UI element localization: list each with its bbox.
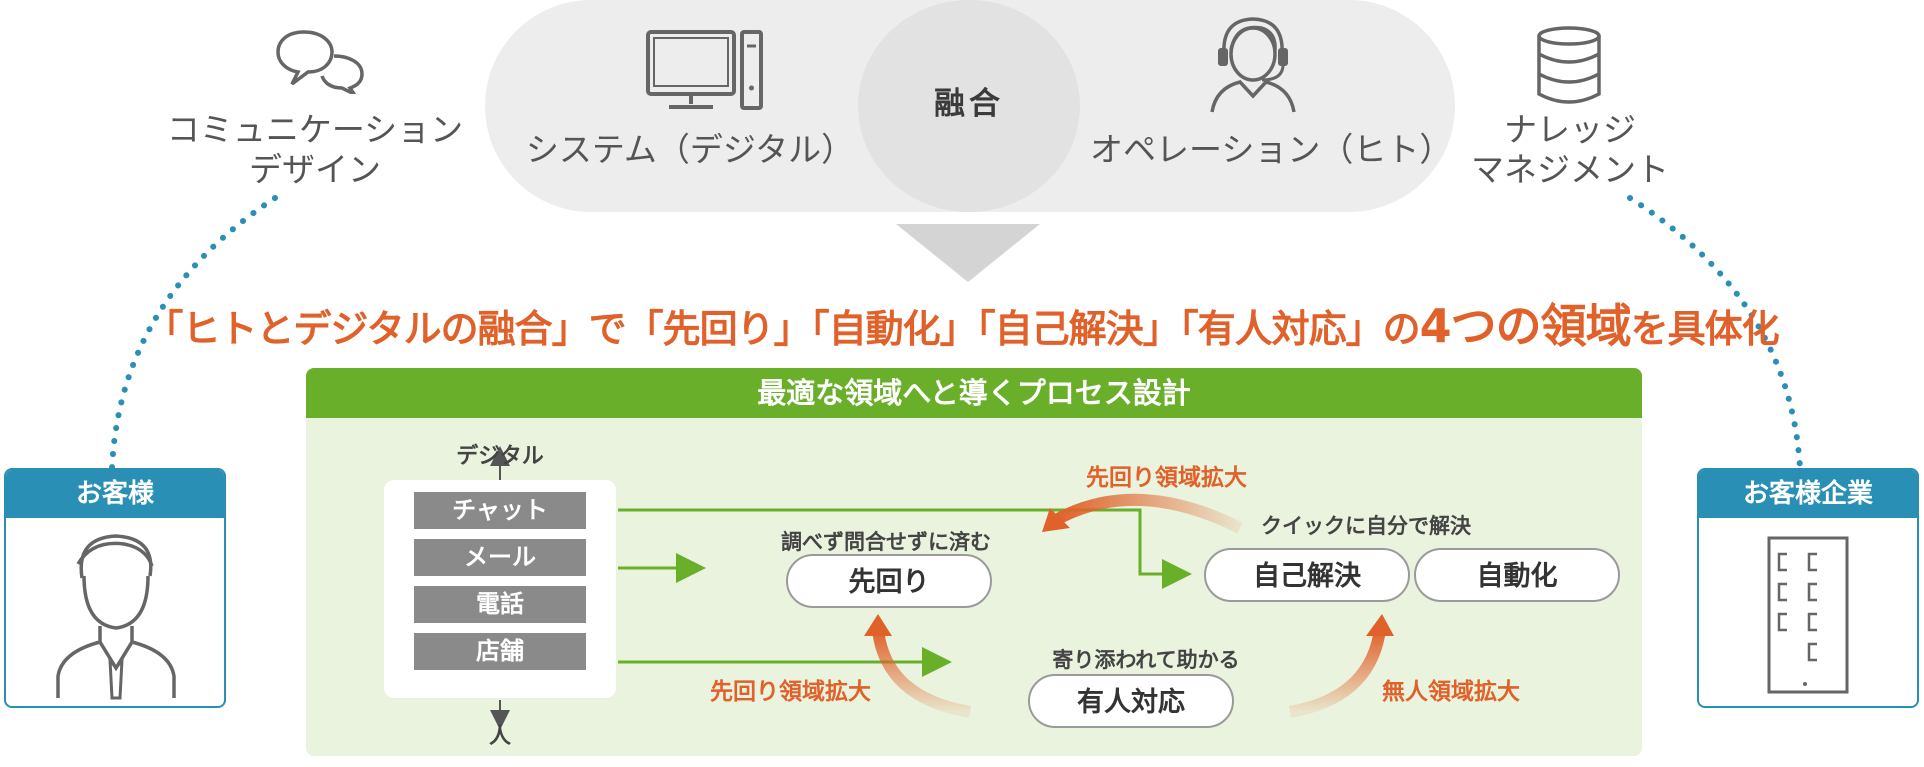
- headline-text-2: を具体化: [1630, 307, 1780, 351]
- fusion-circle: [858, 0, 1080, 212]
- channel-list: チャット メール 電話 店舗: [384, 480, 616, 698]
- yujin-desc: 寄り添われて助かる: [1052, 648, 1240, 672]
- channel-email: メール: [414, 539, 586, 576]
- process-panel: 最適な領域へと導くプロセス設計: [306, 368, 1642, 756]
- database-icon: [1537, 26, 1601, 104]
- headline-text-1: 「ヒトとデジタルの融合」で「先回り」「自動化」「自己解決」「有人対応」の: [145, 307, 1420, 351]
- computer-icon: [646, 30, 763, 110]
- operation-label: オペレーション（ヒト）: [1090, 130, 1453, 169]
- company-label: お客様企業: [1699, 470, 1917, 518]
- channel-chat: チャット: [414, 492, 586, 529]
- node-sakimawari: 先回り: [786, 554, 992, 608]
- axis-bottom-label: 人: [488, 724, 511, 749]
- company-card: お客様企業: [1697, 468, 1919, 708]
- building-icon: [1767, 536, 1849, 694]
- knowledge-management-label: ナレッジ マネジメント: [1471, 110, 1669, 189]
- sakimawari-desc: 調べず問合せずに済む: [781, 530, 991, 554]
- node-automation: 自動化: [1414, 548, 1620, 602]
- headline-emphasis: 4つの領域: [1419, 299, 1632, 353]
- panel-title: 最適な領域へと導くプロセス設計: [306, 368, 1642, 418]
- channel-phone: 電話: [414, 586, 586, 623]
- customer-label: お客様: [6, 470, 224, 518]
- bottom-expand-label: 先回り領域拡大: [710, 679, 871, 705]
- system-label: システム（デジタル）: [525, 130, 855, 169]
- fusion-label: 融合: [934, 86, 1004, 122]
- person-icon: [56, 534, 176, 700]
- self-solve-desc: クイックに自分で解決: [1261, 514, 1471, 538]
- axis-top-label: デジタル: [456, 444, 544, 469]
- operator-icon: [1210, 17, 1296, 113]
- chat-bubbles-icon: [276, 30, 364, 94]
- customer-card: お客様: [4, 468, 226, 708]
- top-expand-label: 先回り領域拡大: [1086, 465, 1247, 491]
- headline: 「ヒトとデジタルの融合」で「先回り」「自動化」「自己解決」「有人対応」の4つの領…: [0, 290, 1924, 356]
- node-self-solve: 自己解決: [1204, 548, 1410, 602]
- channel-store: 店舗: [414, 633, 586, 670]
- node-yujin: 有人対応: [1028, 674, 1234, 728]
- communication-design-label: コミュニケーション デザイン: [166, 110, 464, 189]
- unmanned-expand-label: 無人領域拡大: [1382, 679, 1520, 705]
